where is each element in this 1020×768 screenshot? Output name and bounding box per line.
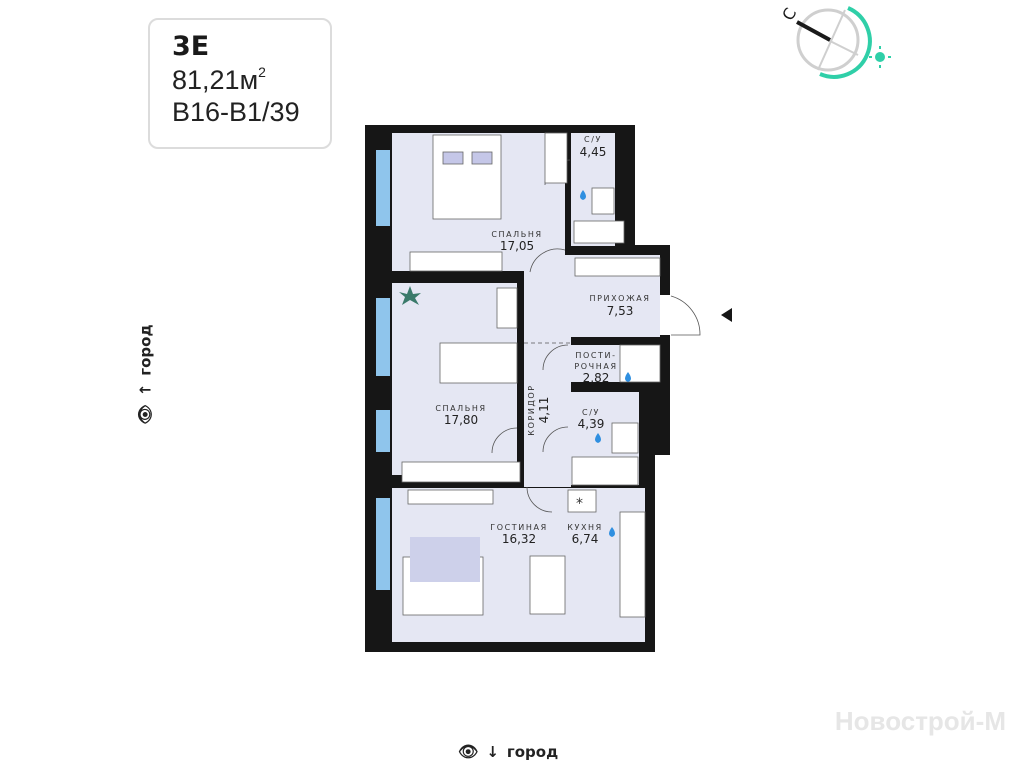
apartment-type: 3E (172, 31, 210, 62)
apartment-number: B16-B1/39 (172, 97, 300, 127)
entrance-door-gap (660, 295, 672, 335)
room-area: 7,53 (607, 304, 634, 318)
sun-icon (869, 46, 891, 68)
room-area: 17,05 (500, 239, 534, 253)
room-name: РОЧНАЯ (574, 362, 617, 371)
view-bottom-label: 👁 ↓ город (458, 742, 558, 761)
room-name: ПОСТИ- (575, 351, 616, 360)
water-drop-icon (580, 190, 631, 537)
compass-north-letter: С (778, 5, 800, 24)
room-area: 16,32 (502, 532, 536, 546)
furniture (401, 132, 661, 618)
room-name: С/У (582, 408, 600, 417)
view-direction-text: город (506, 742, 559, 761)
arrow-down-icon: ↓ (486, 742, 499, 761)
view-direction-text: город (136, 324, 154, 376)
room-name: СПАЛЬНЯ (491, 230, 542, 239)
room-name: ПРИХОЖАЯ (589, 294, 650, 303)
room-area: 6,74 (572, 532, 599, 546)
room-name: КОРИДОР (527, 384, 536, 435)
room-name: СПАЛЬНЯ (435, 404, 486, 413)
arrow-up-icon: ↑ (136, 383, 154, 397)
apartment-area: 81,21м2 (172, 64, 266, 95)
entrance-arrow-icon (721, 308, 732, 322)
room-name: КУХНЯ (567, 523, 603, 532)
room-area: 17,80 (444, 413, 478, 427)
watermark: Новострой-М (834, 706, 1006, 736)
room-name: ГОСТИНАЯ (490, 523, 547, 532)
plant-icon (399, 286, 421, 305)
room-corridor (524, 255, 571, 487)
compass-icon: С (778, 5, 872, 79)
apartment-info-card: 3E 81,21м2 B16-B1/39 (148, 18, 332, 149)
room-area: 4,39 (578, 417, 605, 431)
eye-icon: 👁 (458, 742, 479, 761)
room-area: 4,45 (580, 145, 607, 159)
room-area: 2,82 (583, 371, 610, 385)
room-name: С/У (584, 135, 602, 144)
room-area: 4,11 (537, 397, 551, 424)
eye-icon: 👁 (135, 404, 155, 425)
fridge-asterisk: * (576, 496, 583, 512)
view-left-label: 👁 ↑ город (136, 300, 155, 450)
